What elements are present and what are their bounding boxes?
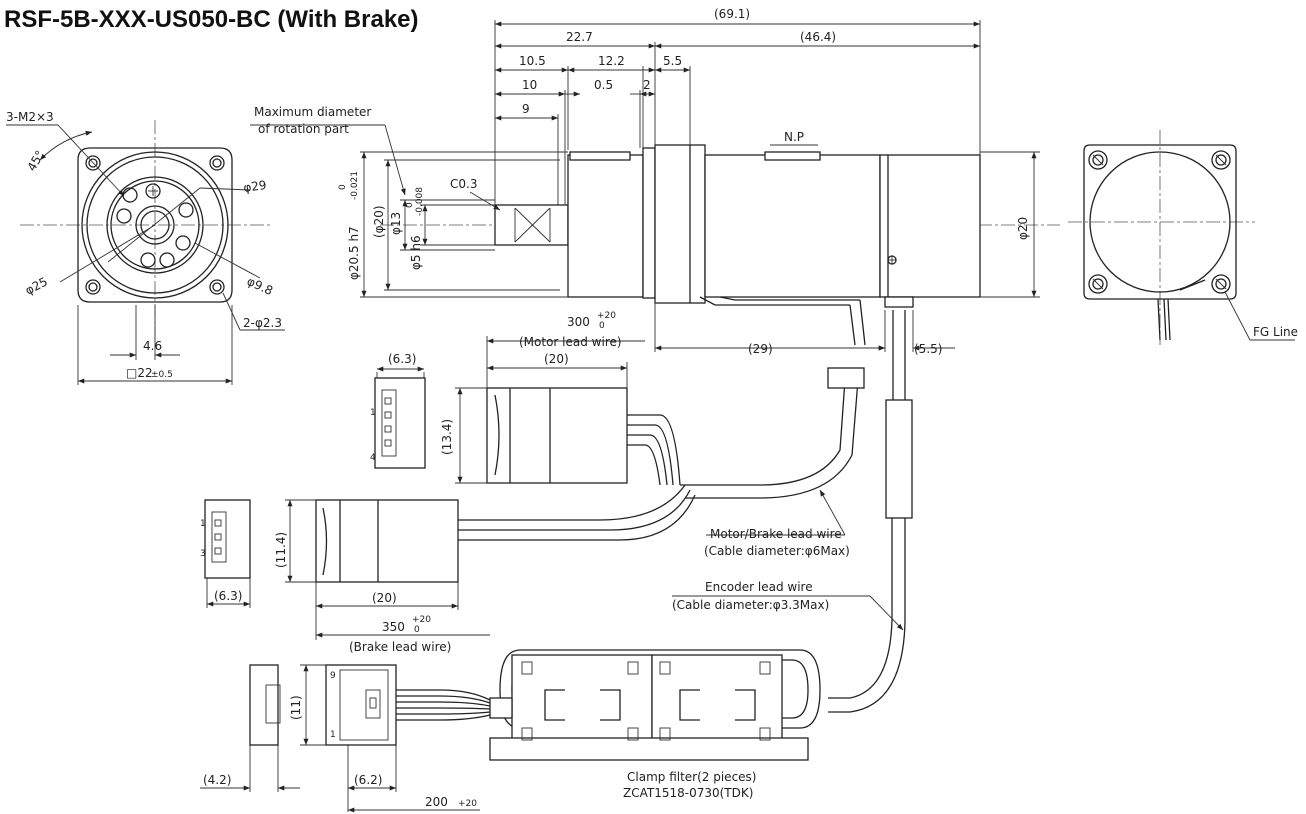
holes-label: 2-φ2.3 <box>243 316 282 330</box>
phi205-tol-top: 0 <box>338 184 348 190</box>
d114-label: (11.4) <box>274 532 288 568</box>
enc-len-label: 200 <box>425 795 448 809</box>
motor-lead-label: (Motor lead wire) <box>519 335 622 349</box>
d464-label: (46.4) <box>800 30 836 44</box>
brake-tol: +20 <box>412 615 431 625</box>
d11-label: (11) <box>289 695 303 720</box>
clamp-line2: ZCAT1518-0730(TDK) <box>623 786 753 800</box>
d20a-label: (20) <box>544 352 569 366</box>
sq22-label: □22 <box>126 366 153 380</box>
pin1b: 1 <box>200 519 206 529</box>
motor-brake-line2: (Cable diameter:φ6Max) <box>704 544 850 558</box>
phi205-label: φ20.5 h7 <box>347 226 361 280</box>
d20b-label: (20) <box>372 591 397 605</box>
d55p-label: (5.5) <box>914 342 942 356</box>
phi25-label: φ25 <box>23 274 50 297</box>
phi13-label: φ13 <box>389 212 403 235</box>
d62-label: (6.2) <box>354 773 382 787</box>
brake-lead-label: (Brake lead wire) <box>349 640 451 654</box>
pin3: 3 <box>200 549 206 559</box>
d10-label: 10 <box>522 78 537 92</box>
d227-label: 22.7 <box>566 30 593 44</box>
motor-tol0: 0 <box>599 321 605 331</box>
phi5-tol-top: 0 <box>405 202 415 208</box>
max-dia-line1: Maximum diameter <box>254 105 371 119</box>
brake-connector <box>204 367 865 640</box>
d63b-label: (6.3) <box>214 589 242 603</box>
d2-label: 2 <box>643 78 651 92</box>
overall-length-label: (69.1) <box>714 7 750 21</box>
brake-tol0: 0 <box>414 625 420 635</box>
np-label: N.P <box>784 130 804 144</box>
d29-label: (29) <box>748 342 773 356</box>
d42-label: (4.2) <box>203 773 231 787</box>
angle-label: 45° <box>24 148 47 173</box>
encoder-line2: (Cable diameter:φ3.3Max) <box>672 598 829 612</box>
phi20p-label: (φ20) <box>372 205 386 238</box>
encoder-line1: Encoder lead wire <box>705 580 813 594</box>
d134-label: (13.4) <box>440 419 454 455</box>
d46-label: 4.6 <box>143 339 162 353</box>
d9-label: 9 <box>522 102 530 116</box>
phi205-tol-bot: -0.021 <box>350 171 360 200</box>
motor-len-label: 300 <box>567 315 590 329</box>
d105-label: 10.5 <box>519 54 546 68</box>
phi5-tol-bot: -0.008 <box>415 187 425 216</box>
pin1a: 1 <box>370 408 376 418</box>
phi20-label: φ20 <box>1016 217 1030 240</box>
encoder-cable <box>672 310 913 713</box>
clamp-line1: Clamp filter(2 pieces) <box>627 770 756 784</box>
motor-connector <box>374 336 681 486</box>
motor-brake-line1: Motor/Brake lead wire <box>710 527 842 541</box>
phi29-label: φ29 <box>242 178 267 195</box>
clamp-filter <box>489 649 821 761</box>
d122-label: 12.2 <box>598 54 625 68</box>
pin4: 4 <box>370 453 376 463</box>
d05-label: 0.5 <box>594 78 613 92</box>
m2-thread-label: 3-M2×3 <box>6 110 54 124</box>
pin1c: 1 <box>330 730 336 740</box>
c03-label: C0.3 <box>450 177 477 191</box>
encoder-connector <box>200 664 513 813</box>
phi5-label: φ5 h6 <box>409 235 423 270</box>
brake-len-label: 350 <box>382 620 405 634</box>
fg-line-label: FG Line <box>1253 325 1298 339</box>
flange-front-view <box>6 120 285 385</box>
max-dia-line2: of rotation part <box>258 122 349 136</box>
pin9: 9 <box>330 671 336 681</box>
motor-side-view <box>250 20 1060 352</box>
drawing-title: RSF-5B-XXX-US050-BC (With Brake) <box>4 6 419 33</box>
sq22-tol: ±0.5 <box>151 370 173 380</box>
phi98-label: φ9.8 <box>245 274 275 298</box>
d55-label: 5.5 <box>663 54 682 68</box>
d63a-label: (6.3) <box>388 352 416 366</box>
motor-tol: +20 <box>597 311 616 321</box>
motor-rear-view <box>1068 130 1295 345</box>
enc-tol: +20 <box>458 799 477 809</box>
